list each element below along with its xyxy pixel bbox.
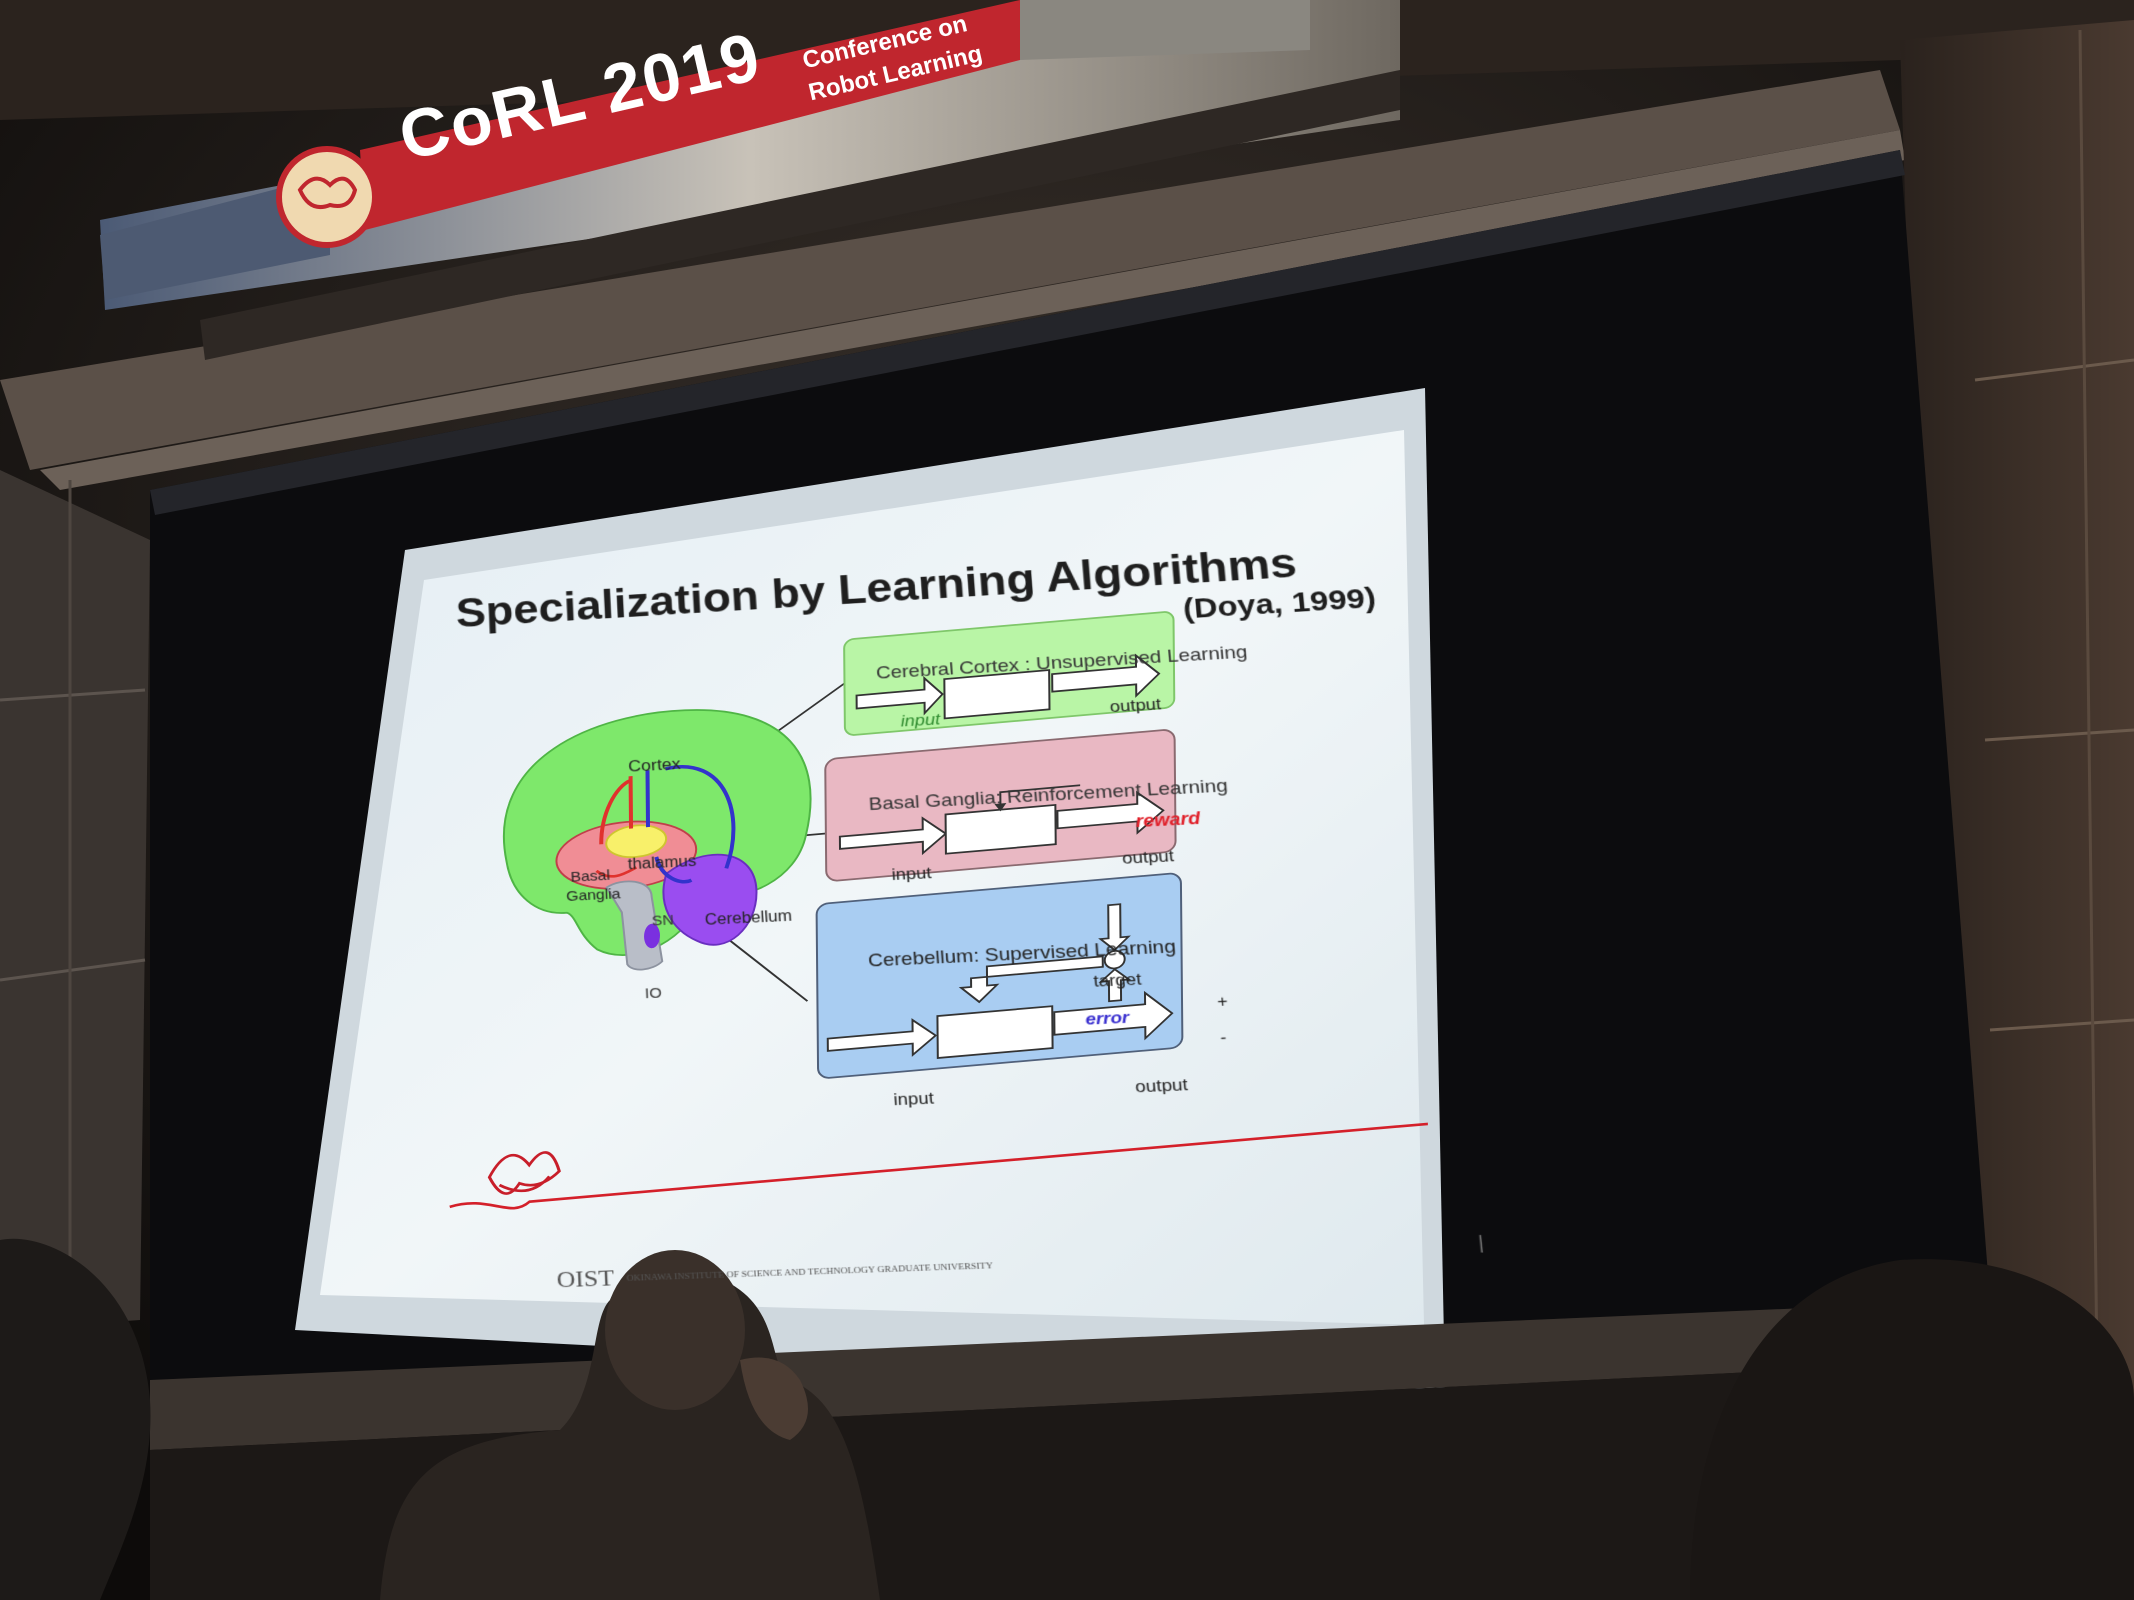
thalamus-shape	[605, 824, 668, 859]
banner-red-strip	[360, 0, 1020, 230]
cortex-heading: Cerebral Cortex : Unsupervised Learning	[875, 642, 1249, 684]
cerebellum-target: target	[1092, 969, 1143, 991]
label-io: IO	[644, 984, 663, 1003]
label-cortex: Cortex	[627, 754, 682, 776]
cerebellum-output: output	[1134, 1075, 1189, 1097]
footer-logo: OIST	[556, 1265, 615, 1294]
label-ganglia: Ganglia	[565, 885, 621, 905]
oist-logo-squiggle	[487, 1151, 561, 1195]
basal-output: output	[1121, 846, 1175, 868]
footer-page-mark: |	[1477, 1231, 1485, 1253]
cerebellum-plus: +	[1216, 993, 1229, 1011]
cerebellum-minus: -	[1219, 1029, 1228, 1047]
brainstem-shape	[605, 880, 664, 971]
basal-input: input	[891, 863, 932, 884]
audience-person-center	[380, 1265, 880, 1600]
footer-institute: OKINAWA INSTITUTE OF SCIENCE AND TECHNOL…	[626, 1260, 994, 1283]
left-wall	[0, 470, 150, 1330]
cerebellum-error: error	[1084, 1007, 1130, 1029]
cerebellum-input: input	[892, 1088, 935, 1110]
label-thalamus: thalamus	[627, 853, 697, 874]
basal-reward: reward	[1134, 808, 1202, 832]
audience-person-left	[0, 1238, 151, 1600]
corl-brain-logo	[276, 146, 378, 248]
label-sn: SN	[651, 911, 675, 930]
cortex-input: input	[900, 710, 941, 731]
banner-board	[100, 0, 1400, 310]
label-cerebellum: Cerebellum	[704, 908, 793, 929]
audience-person-right	[1690, 1259, 2134, 1600]
cerebellum-heading: Cerebellum: Supervised Learning	[867, 936, 1177, 972]
slide-graphics	[449, 611, 1428, 1210]
label-basal: Basal	[570, 867, 611, 886]
slide-text-layer: Specialization by Learning Algorithms (D…	[424, 514, 1566, 1343]
ceiling-beam	[0, 70, 1900, 470]
cortex-output: output	[1109, 694, 1162, 716]
cerebellum-shape	[662, 853, 758, 946]
